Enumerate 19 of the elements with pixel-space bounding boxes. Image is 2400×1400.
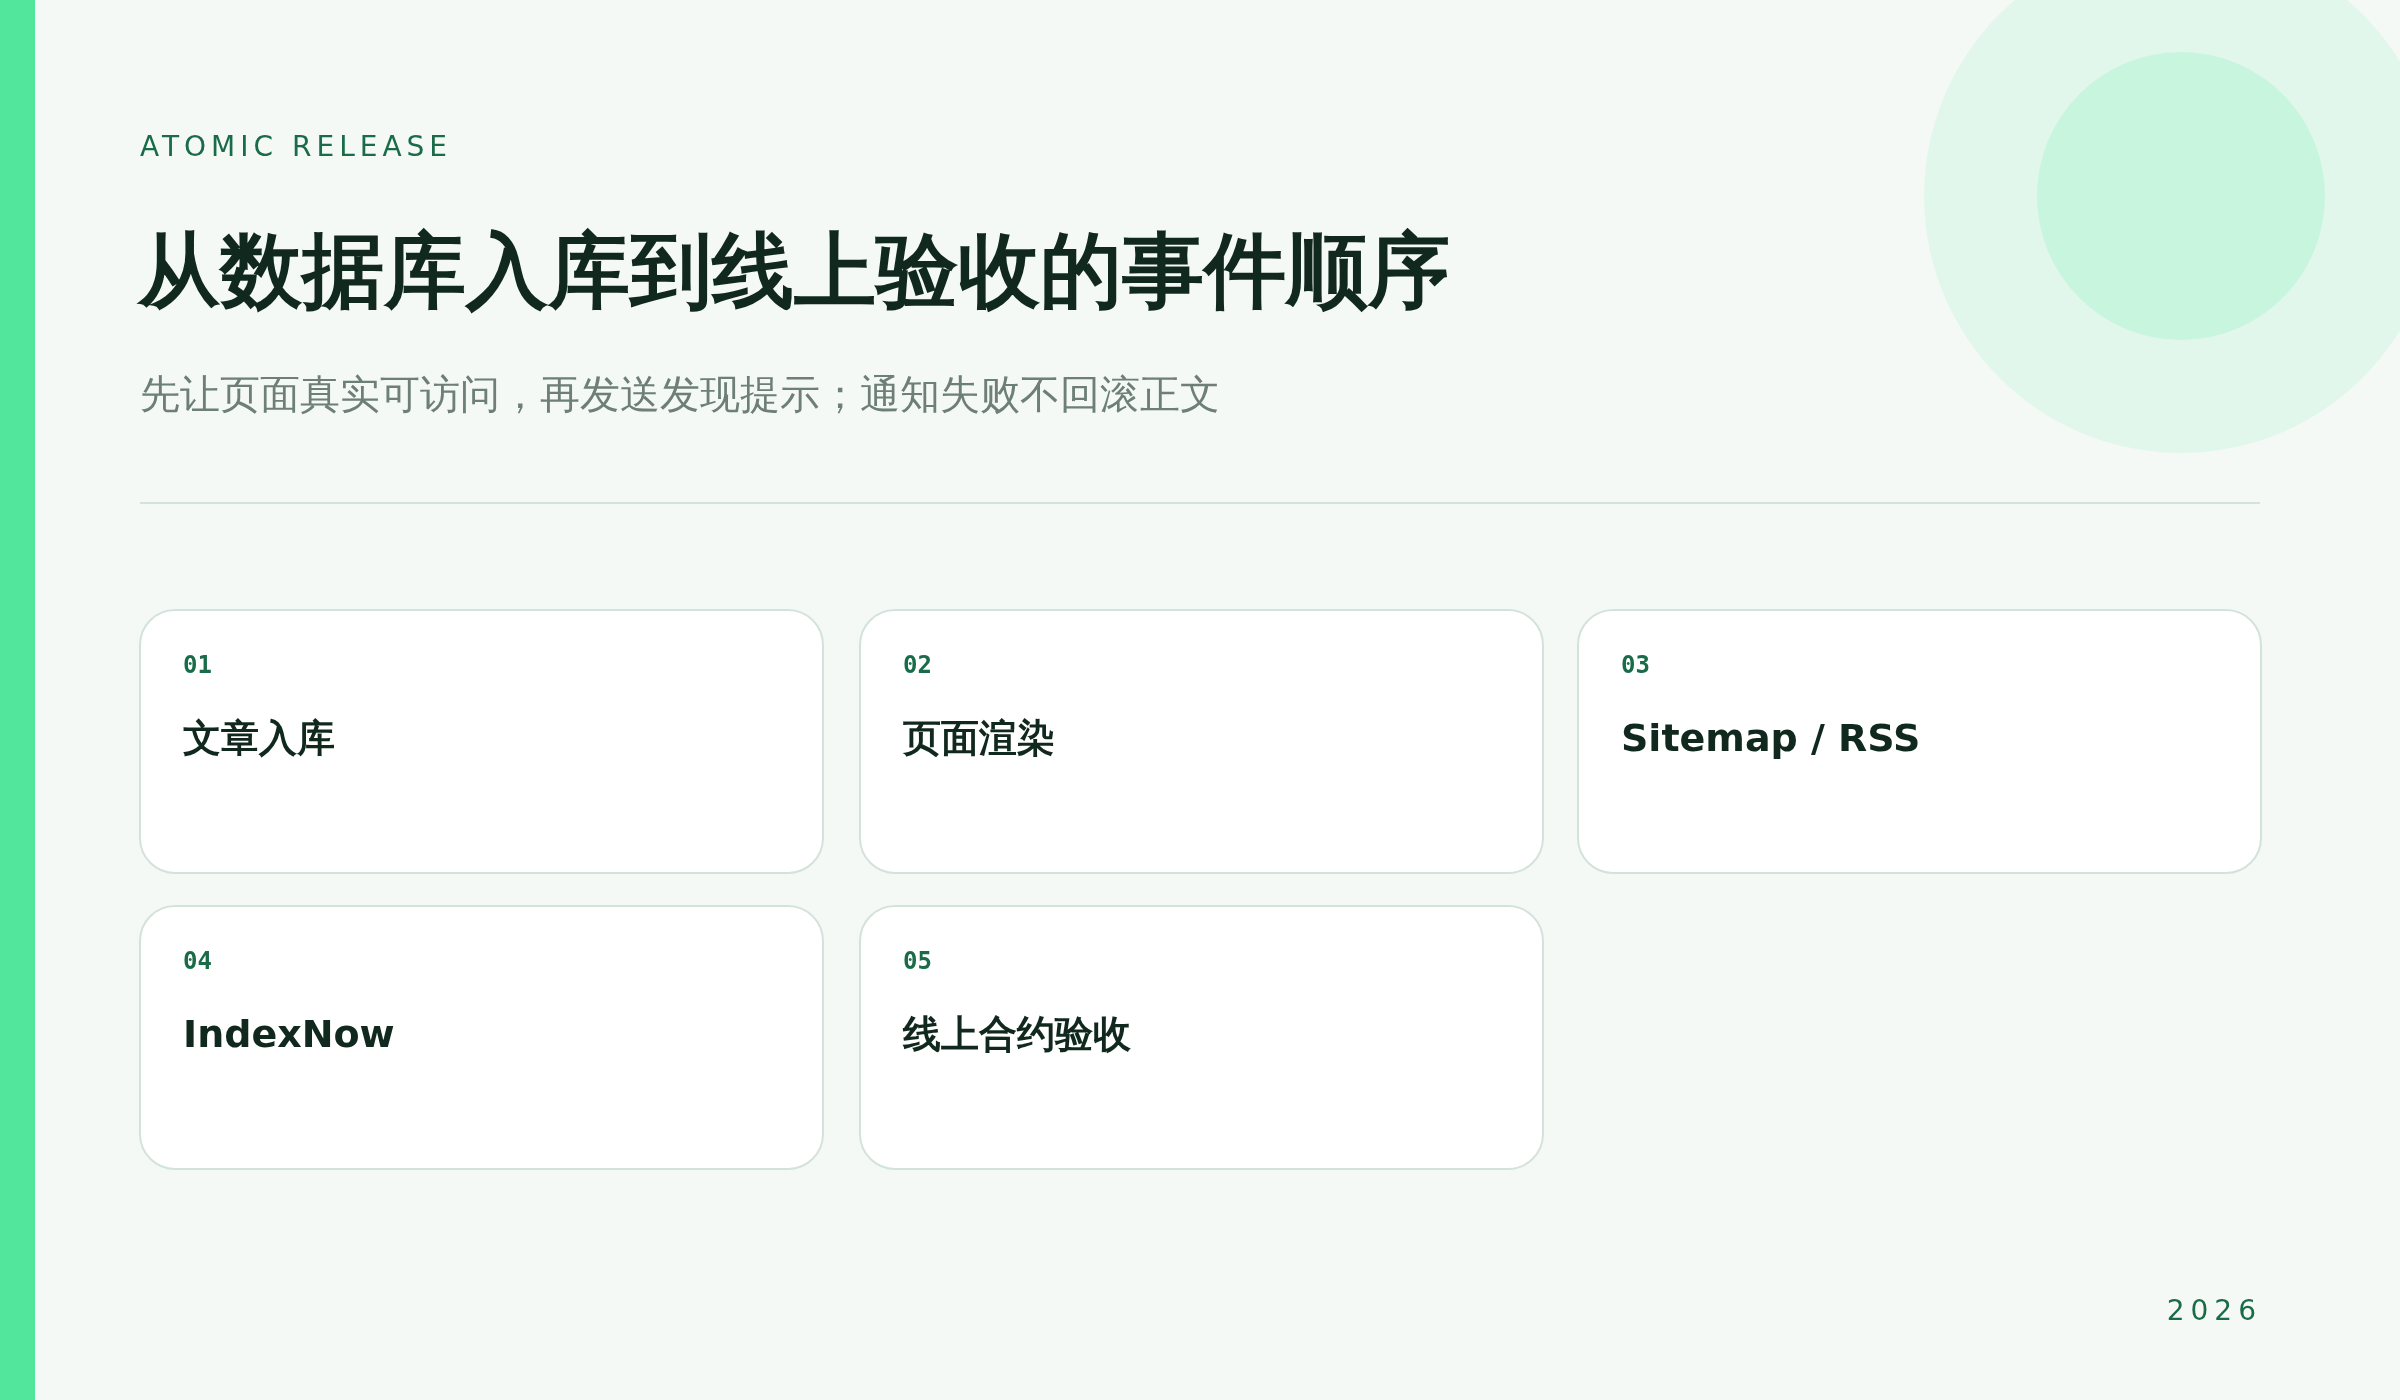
step-number: 02 xyxy=(903,651,932,680)
step-card xyxy=(1577,609,2262,874)
subtitle: 先让页面真实可访问，再发送发现提示；通知失败不回滚正文 xyxy=(140,370,1220,418)
step-number: 05 xyxy=(903,947,932,976)
step-title: 文章入库 xyxy=(183,715,335,762)
step-card xyxy=(139,905,824,1170)
footer-text: 2026 xyxy=(2166,1294,2262,1327)
step-title: IndexNow xyxy=(183,1011,395,1058)
step-card xyxy=(859,905,1544,1170)
step-card xyxy=(139,609,824,874)
step-number: 03 xyxy=(1621,651,1650,680)
step-title: 页面渲染 xyxy=(903,715,1055,762)
page-title: 从数据库入库到线上验收的事件顺序 xyxy=(138,222,1450,320)
eyebrow-text: ATOMIC RELEASE xyxy=(140,130,453,163)
step-title: Sitemap / RSS xyxy=(1621,715,1921,762)
step-number: 04 xyxy=(183,947,212,976)
step-number: 01 xyxy=(183,651,212,680)
step-title: 线上合约验收 xyxy=(903,1011,1131,1058)
step-card xyxy=(859,609,1544,874)
